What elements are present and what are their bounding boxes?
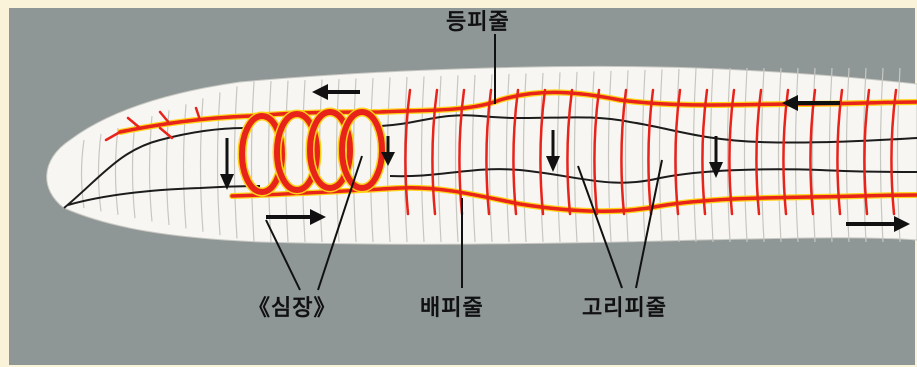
label-ring-vessel: 고리피줄 xyxy=(582,290,667,322)
label-dorsal-vessel: 등피줄 xyxy=(446,4,510,36)
label-ventral-vessel: 배피줄 xyxy=(420,290,484,322)
label-heart: 《심장》 xyxy=(248,290,336,322)
